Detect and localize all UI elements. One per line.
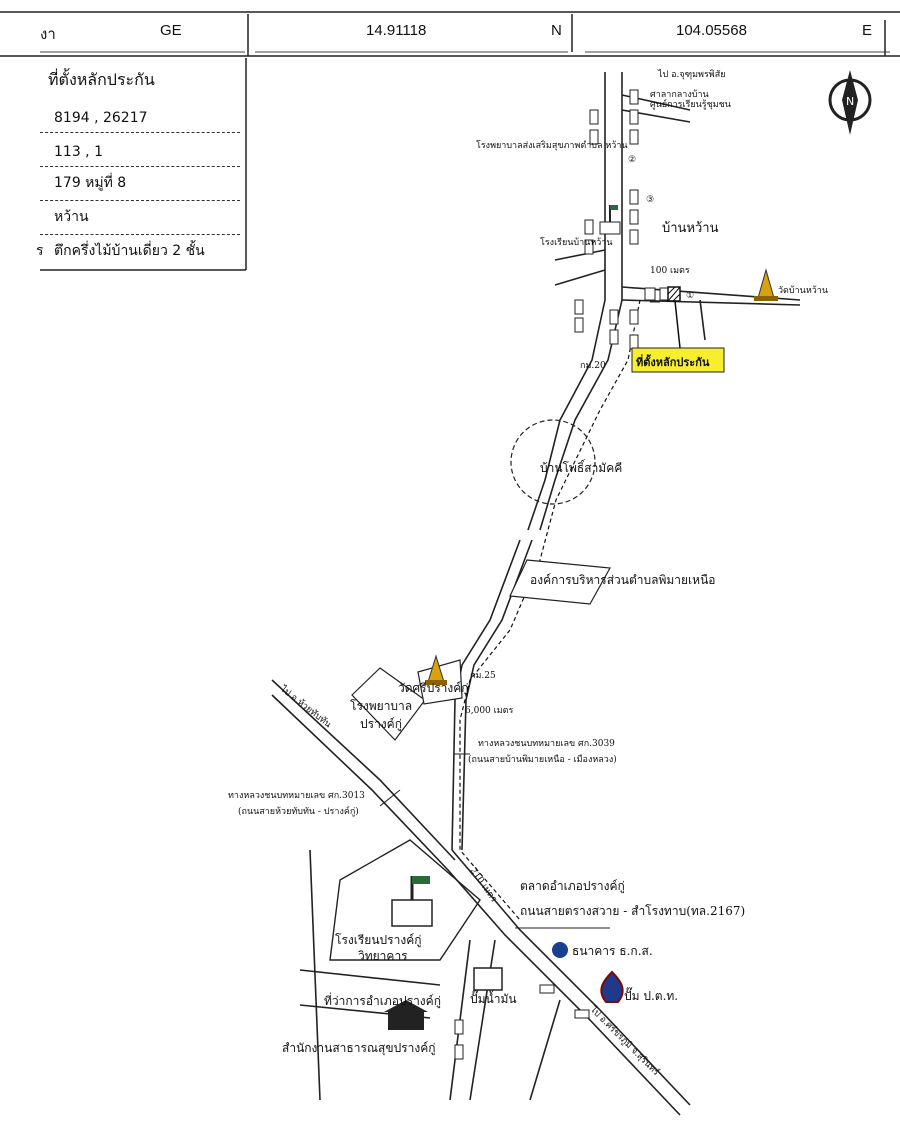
label-to-sikhoraphum: ไป อ.ศรีขรภูมิ จ.สุรินทร์ (587, 1003, 662, 1078)
ptt-icon (600, 970, 624, 1003)
label-obt: องค์การบริหารส่วนตำบลพิมายเหนือ (530, 573, 715, 587)
south-road-a (451, 849, 691, 1106)
label-water: ปั๊มน้ำมัน (470, 990, 517, 1006)
south-road-b (271, 694, 681, 1116)
info-row-parcels: 113 , 1 (40, 132, 240, 167)
label-hospital-wan: โรงพยาบาลส่งเสริมสุขภาพตำบล หว้าน (476, 140, 628, 151)
fuel-station-icon (473, 967, 503, 991)
svg-text:N: N (846, 95, 854, 108)
label-hospital-prang2: ปรางค์กู่ (360, 717, 402, 732)
wat-sri-icon (425, 654, 447, 685)
label-school-wan: โรงเรียนบ้านหว้าน (540, 237, 613, 248)
label-wat-wan: วัดบ้านหว้าน (778, 285, 828, 296)
road-network (271, 72, 801, 1116)
label-collateral: ที่ตั้งหลักประกัน (636, 354, 710, 369)
label-km20: กม.20 (580, 361, 606, 371)
school-prang-icon (391, 876, 433, 927)
school-wan-icon (599, 205, 621, 235)
huaythap-road-a (271, 679, 456, 861)
label-sala: ศาลากลางบ้าน (650, 89, 709, 100)
label-school-center: ศูนย์การเรียนรู้ชุมชน (650, 98, 731, 110)
address-value: 179 หมู่ที่ 8 (54, 175, 127, 191)
label-km25: กม.25 (470, 671, 496, 681)
collateral-label-box (631, 347, 725, 373)
deed-numbers: 8194 , 26217 (54, 110, 148, 126)
compass-icon: N (828, 70, 872, 135)
latitude-value: 14.91118 (366, 22, 427, 39)
building-type: ตึกครึ่งไม้บ้านเดี่ยว 2 ชั้น (54, 243, 205, 259)
label-dist-6000: 6,000 เมตร (465, 706, 513, 716)
label-ban-pho: บ้านโพธิ์สามัคคี (540, 459, 622, 475)
type-prefix: ร (36, 243, 44, 259)
label-health-office: สำนักงานสาธารณสุขปรางค์กู่ (282, 1041, 436, 1056)
side-road-west (554, 249, 606, 261)
parcel-numbers: 113 , 1 (54, 144, 103, 160)
village-houses (454, 89, 671, 1060)
label-road2167: ถนนสายตรางสวาย - สำโรงทาบ(ทล.2167) (520, 904, 745, 918)
info-row-village: หว้าน (40, 200, 240, 235)
label-market: ตลาดอำเภอปรางค์กู่ (520, 879, 625, 894)
wat-wan-icon (754, 268, 778, 301)
bank-icon (552, 942, 568, 958)
road-to-wat (621, 286, 801, 301)
label-to-huaythap: ไป อ.ห้วยทับทัน (277, 683, 333, 730)
route-dashed (459, 299, 641, 921)
info-title: ที่ตั้งหลักประกัน (48, 70, 155, 89)
mid-road-east (461, 539, 533, 851)
label-road3013: ทางหลวงชนบทหมายเลข ศก.3013 (228, 791, 365, 801)
collateral-parcel (667, 286, 681, 302)
label-hospital-prang: โรงพยาบาล (350, 699, 412, 713)
info-row-address: 179 หมู่ที่ 8 (40, 166, 240, 201)
info-row-deeds: 8194 , 26217 (40, 98, 240, 133)
mark-1: ① (686, 291, 694, 301)
header-lines (0, 11, 900, 57)
coordinate-header: งา GE 14.91118 N 104.05568 E (0, 0, 900, 58)
label-wat-sri: วัดศรีปรางค์กู่ (398, 681, 469, 696)
label-road3039-sub: (ถนนสายบ้านพิมายเหนือ - เมืองหลวง) (468, 754, 617, 765)
longitude-value: 104.05568 (676, 22, 747, 39)
label-to-chumphon: ไป อ.จุฑุมพรพิสัย (657, 69, 726, 80)
label-dist-100: 100 เมตร (650, 266, 690, 276)
mid-road-west (451, 539, 521, 851)
label-dist-210: 210 เมตร (468, 866, 499, 904)
label-road3013-sub: (ถนนสายห้วยทับทัน - ปรางค์กู่) (238, 805, 359, 817)
label-school-prang: โรงเรียนปรางค์กู่ (335, 933, 421, 948)
mark-2: ② (628, 155, 636, 165)
label-ptt: ปั๊ม ป.ต.ท. (624, 987, 678, 1003)
label-ban-wan: บ้านหว้าน (662, 221, 719, 236)
side-road-north (621, 94, 691, 111)
header-prefix: งา (40, 26, 56, 43)
longitude-dir: E (862, 22, 873, 39)
latitude-dir: N (551, 22, 562, 39)
main-road-east-edge (539, 72, 623, 531)
ban-pho-circle (510, 419, 596, 505)
grid-zone: GE (160, 22, 182, 39)
label-school-prang2: วิทยาคาร (358, 949, 408, 963)
obt-box (509, 559, 611, 605)
mark-3: ③ (646, 195, 654, 205)
label-district-office: ที่ว่าการอำเภอปรางค์กู่ (324, 992, 441, 1009)
district-office-icon (384, 1000, 428, 1030)
main-road-west-edge (527, 72, 606, 531)
info-frame (40, 58, 247, 271)
label-bank: ธนาคาร ธ.ก.ส. (572, 944, 653, 958)
info-row-building: ร ตึกครึ่งไม้บ้านเดี่ยว 2 ชั้น (36, 234, 240, 268)
village-value: หว้าน (54, 209, 89, 225)
label-road3039: ทางหลวงชนบทหมายเลข ศก.3039 (478, 739, 615, 749)
